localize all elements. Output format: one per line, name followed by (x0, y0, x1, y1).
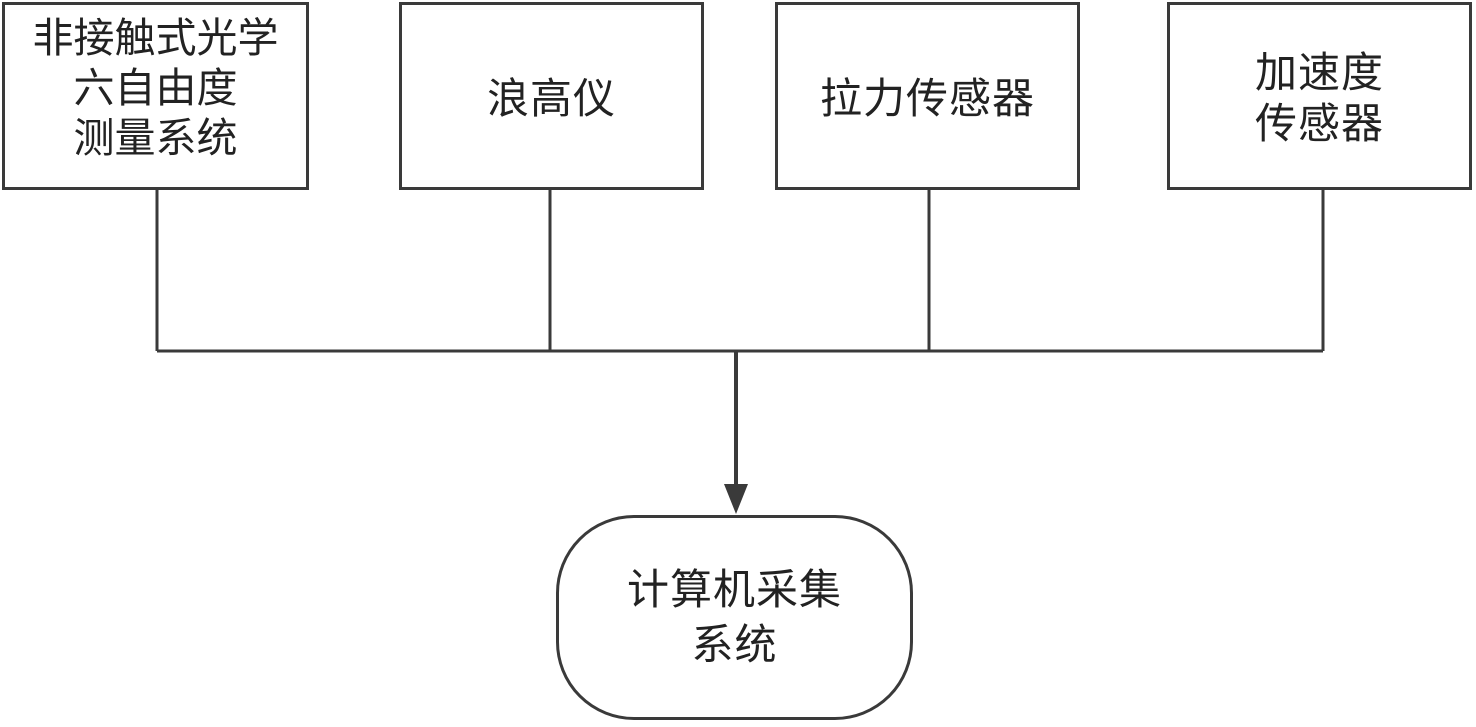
node-acceleration-sensor: 加速度 传感器 (1167, 2, 1472, 190)
arrow-head (724, 484, 748, 514)
node-computer-acquisition-system: 计算机采集 系统 (556, 515, 913, 720)
node-sixdof-label: 非接触式光学 六自由度 测量系统 (32, 14, 279, 163)
node-force-sensor: 拉力传感器 (775, 2, 1080, 190)
node-wave-label: 浪高仪 (486, 74, 616, 123)
node-wave-gauge: 浪高仪 (399, 2, 704, 190)
node-accel-label: 加速度 传感器 (1254, 48, 1384, 149)
node-computer-label: 计算机采集 系统 (626, 564, 842, 669)
node-force-label: 拉力传感器 (819, 74, 1035, 123)
node-sixdof-measurement-system: 非接触式光学 六自由度 测量系统 (2, 2, 309, 190)
